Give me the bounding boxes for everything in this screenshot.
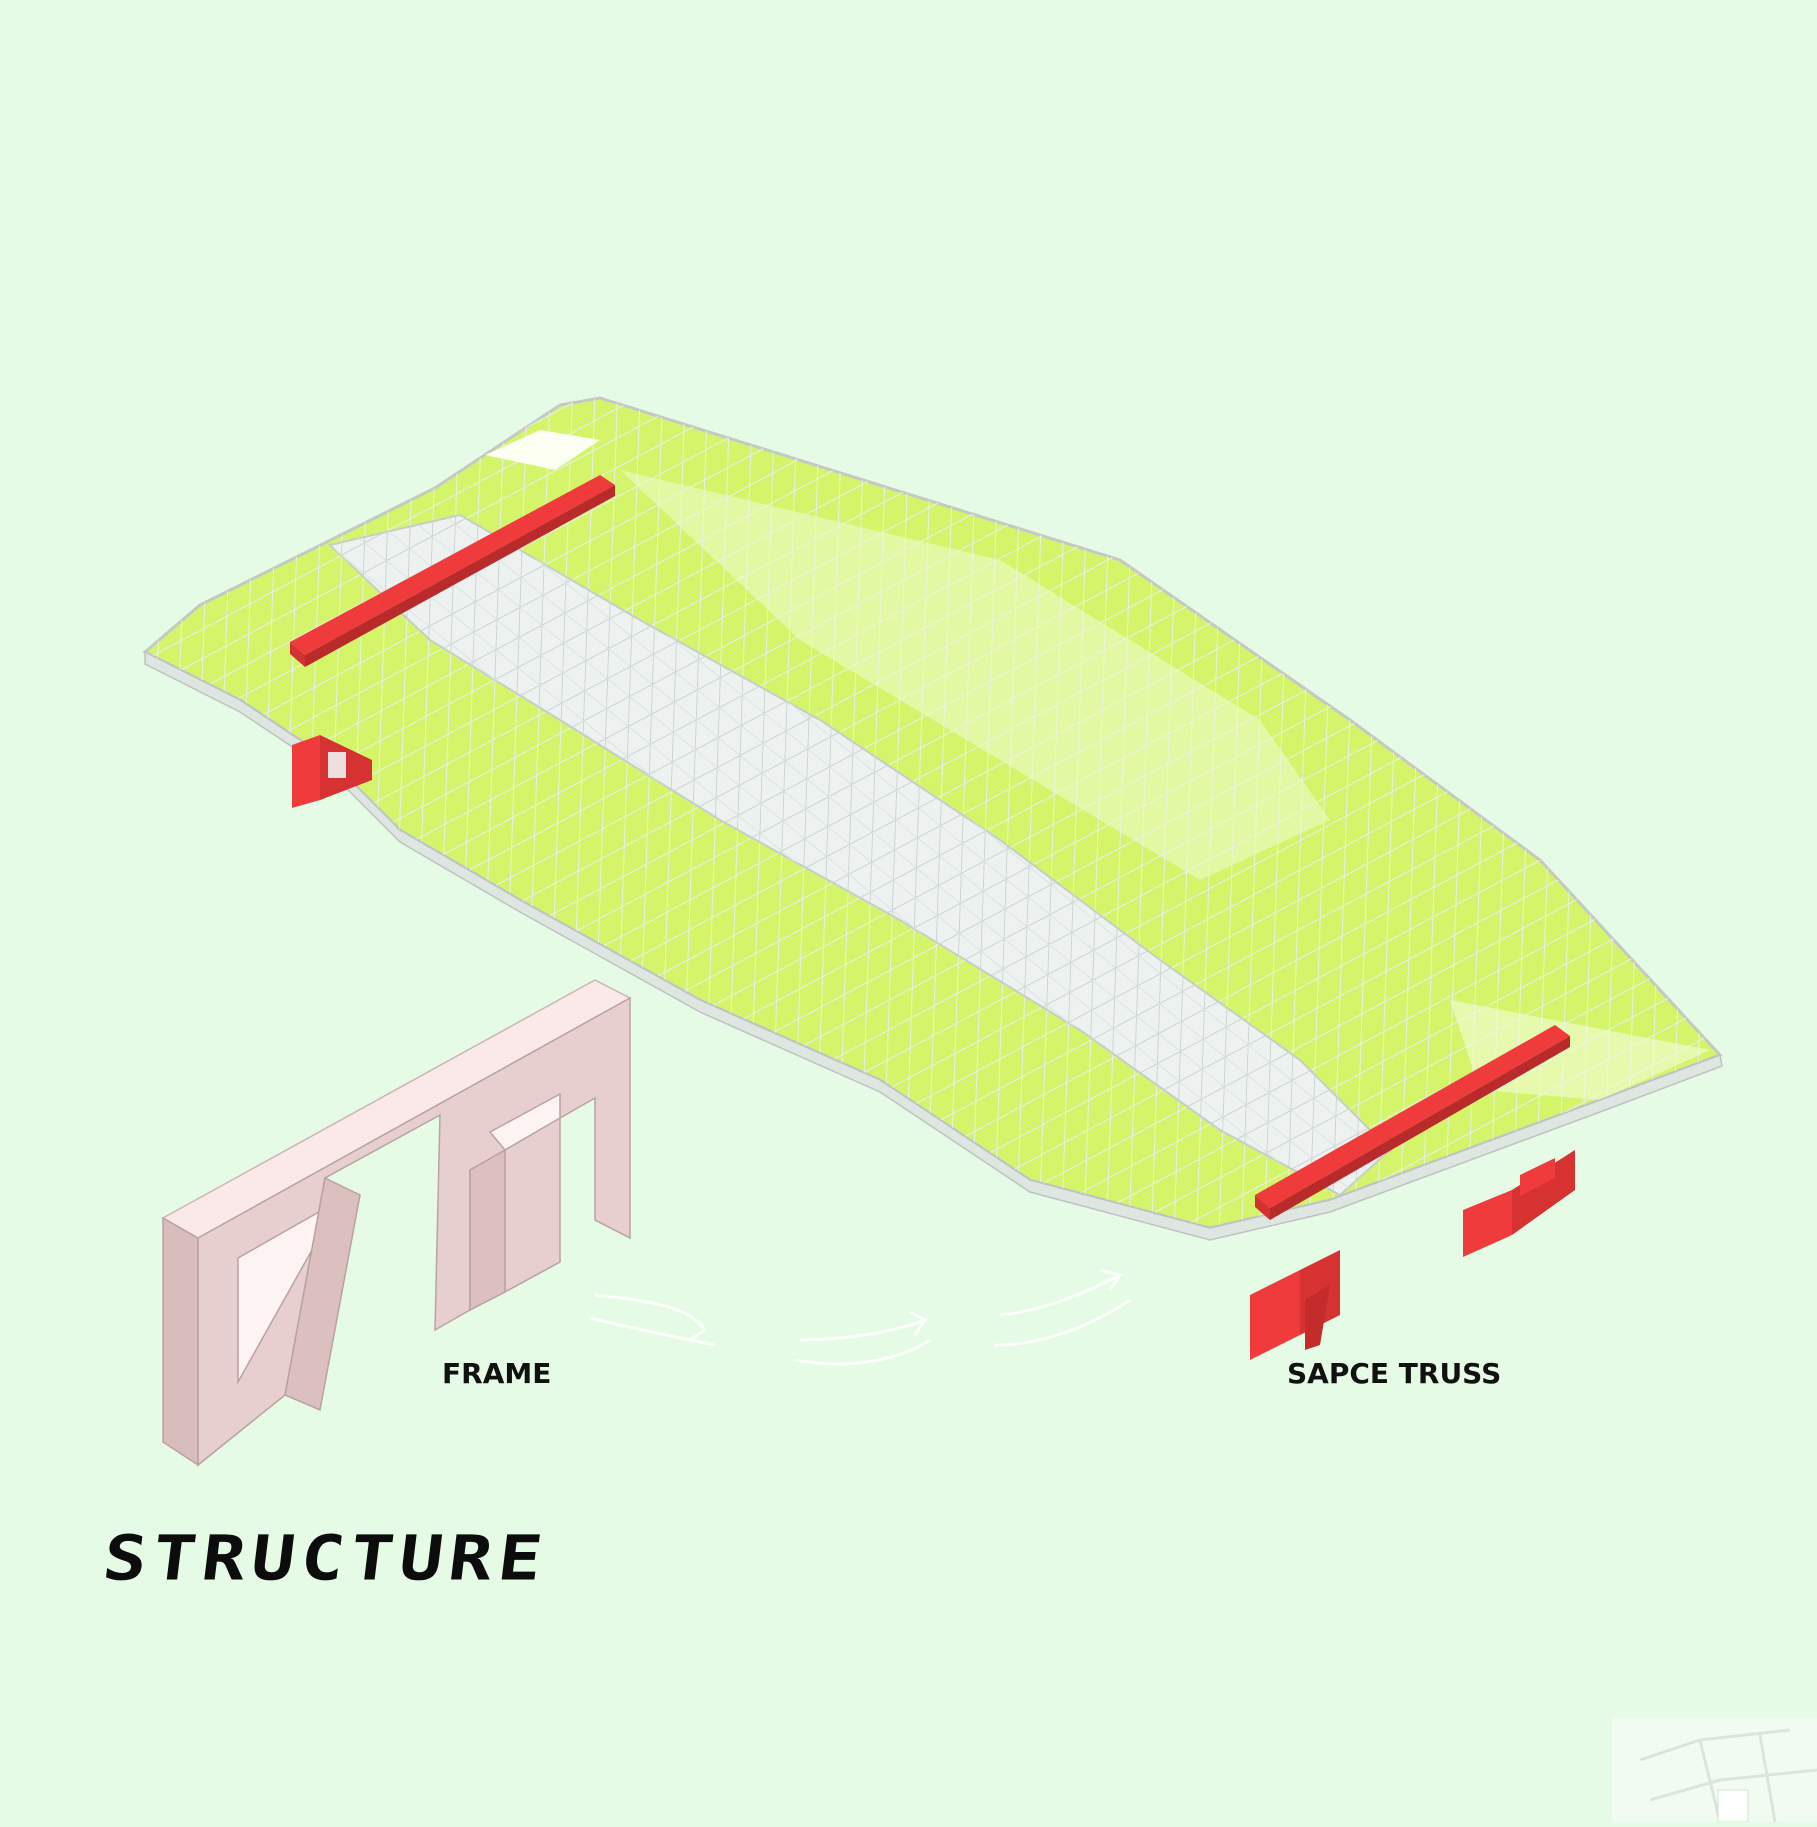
arrow-icon bbox=[589, 1268, 1131, 1366]
beam-top-left bbox=[290, 475, 615, 667]
space-truss-label: SAPCE TRUSS bbox=[1287, 1357, 1502, 1390]
frame-label: FRAME bbox=[442, 1357, 552, 1390]
map-thumbnail bbox=[1612, 1718, 1817, 1823]
beam-bottom-right bbox=[1255, 1025, 1570, 1220]
page-title: STRUCTURE bbox=[99, 1522, 553, 1595]
space-truss-roof bbox=[142, 396, 1723, 1241]
support-right-pair bbox=[1463, 1150, 1575, 1257]
support-left bbox=[292, 735, 372, 808]
support-bottom-right bbox=[1250, 1250, 1340, 1360]
frame-model bbox=[161, 979, 632, 1467]
roof-translucent-patch bbox=[620, 470, 1330, 880]
